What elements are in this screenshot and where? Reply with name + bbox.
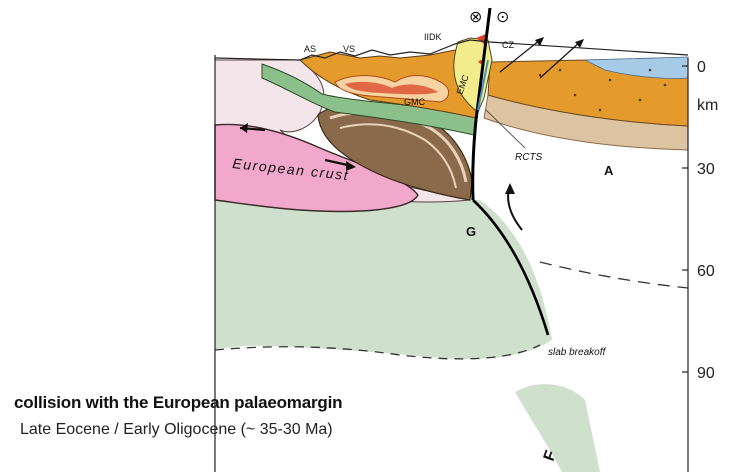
exhumation-arrow-2-head xyxy=(575,39,584,48)
label-rcts: RCTS xyxy=(515,152,543,163)
depth-tick-label: 30 xyxy=(697,161,715,178)
label-a: A xyxy=(604,163,614,178)
depth-unit-label: km xyxy=(697,97,718,114)
figure-caption-subtitle: Late Eocene / Early Oligocene (~ 35-30 M… xyxy=(20,421,333,439)
label-cz: CZ xyxy=(502,40,514,50)
label-slab-breakoff: slab breakoff xyxy=(548,347,606,358)
depth-tick-label: 90 xyxy=(697,365,715,382)
depth-tick-label: 60 xyxy=(697,263,715,280)
into-page-symbol: ⊗ xyxy=(469,9,482,26)
label-iidk: IIDK xyxy=(424,32,442,42)
depth-tick-label: 0 xyxy=(697,59,706,76)
out-of-page-symbol: ⊙ xyxy=(496,9,509,26)
label-gmc: GMC xyxy=(404,97,425,107)
rising-arrow-head xyxy=(505,183,515,194)
mantle-lithosphere xyxy=(215,194,552,359)
label-as: AS xyxy=(304,44,316,54)
label-g: G xyxy=(466,224,476,239)
figure-caption-title: collision with the European palaeomargin xyxy=(14,393,342,413)
label-vs: VS xyxy=(343,44,355,54)
upper-plate-dashed-boundary xyxy=(540,262,688,288)
